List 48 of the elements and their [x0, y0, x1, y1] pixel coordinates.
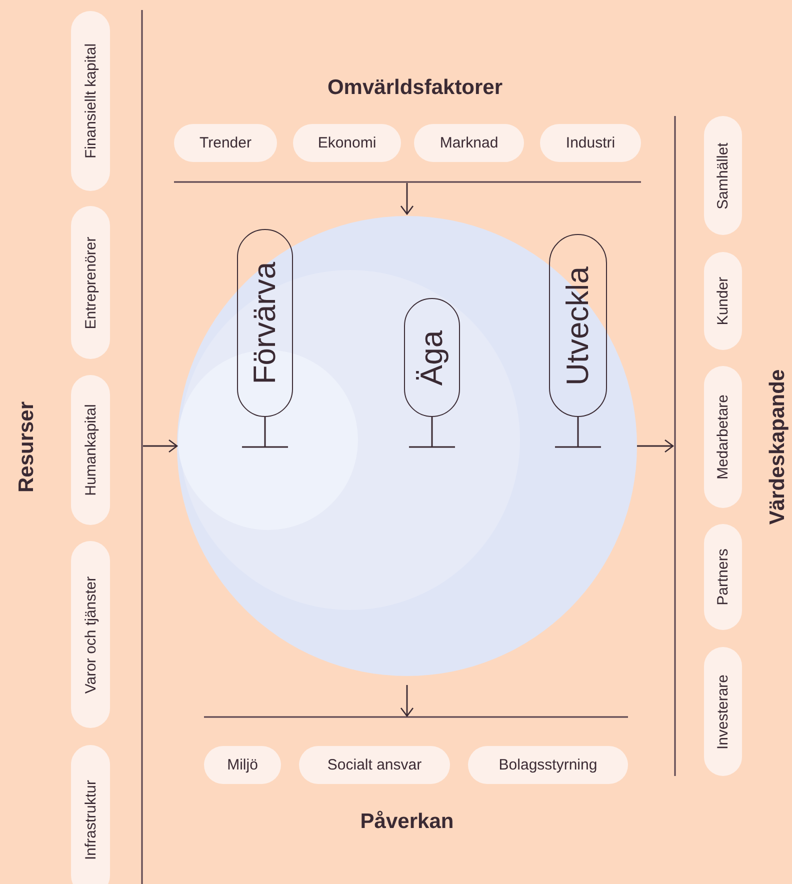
pill-box: [293, 124, 401, 162]
pill-label: Äga: [414, 330, 450, 386]
pill-label: Partners: [714, 548, 732, 606]
pill-label: Varor och tjänster: [82, 576, 99, 694]
pill-label: Investerare: [714, 674, 732, 750]
section-heading: Påverkan: [360, 810, 454, 834]
pill-box: [71, 745, 110, 884]
pill-label: Trender: [200, 134, 252, 152]
pill-box: [71, 541, 110, 728]
pill-label: Finansiellt kapital: [82, 43, 99, 159]
section-heading: Resurser: [15, 401, 39, 493]
pill-label: Bolagsstyrning: [498, 756, 598, 774]
capsule-outline: [237, 229, 293, 417]
arrow: [637, 439, 674, 453]
pill-box: [71, 375, 110, 525]
capsule-outline: [404, 298, 460, 417]
pill-label: Ekonomi: [318, 134, 376, 152]
pill-label: Industri: [566, 134, 616, 152]
pill-box: [71, 11, 110, 191]
pill-label: Utveckla: [560, 266, 596, 385]
pill-label: Entreprenörer: [82, 236, 99, 329]
pill-label: Marknad: [440, 134, 498, 152]
pill-box: [704, 116, 742, 235]
arrow: [143, 439, 178, 453]
pill-box: [468, 746, 628, 784]
pill-box: [704, 366, 742, 508]
pill-label: Socialt ansvar: [327, 756, 422, 774]
pill-label: Miljö: [227, 756, 258, 774]
capsule-outline: [549, 234, 607, 417]
section-heading: Omvärldsfaktorer: [327, 76, 503, 100]
pill-box: [174, 124, 277, 162]
pill-box: [704, 524, 742, 630]
pill-box: [204, 746, 281, 784]
pill-box: [414, 124, 524, 162]
pill-label: Samhället: [714, 142, 732, 209]
pill-label: Förvärva: [247, 262, 283, 384]
pill-label: Kunder: [714, 276, 732, 326]
pill-box: [540, 124, 641, 162]
pill-label: Medarbetare: [714, 394, 732, 480]
section-heading: Värdeskapande: [766, 369, 790, 525]
pill-box: [704, 252, 742, 350]
pill-box: [704, 647, 742, 776]
pill-box: [71, 206, 110, 359]
pill-label: Humankapital: [82, 404, 99, 496]
pill-box: [299, 746, 450, 784]
pill-label: Infrastruktur: [82, 780, 99, 860]
arrow: [400, 685, 414, 717]
arrow: [400, 183, 414, 215]
